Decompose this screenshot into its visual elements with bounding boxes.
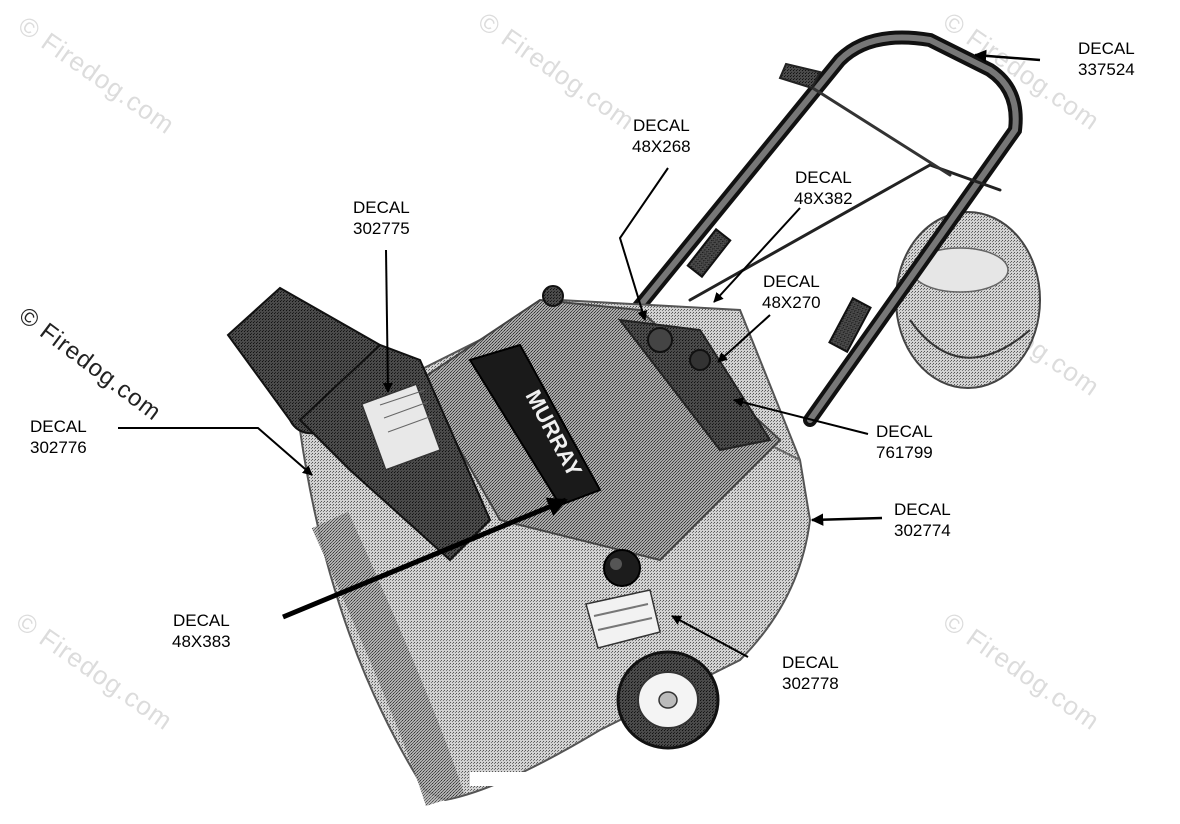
engine-shroud [895,211,1041,389]
callout-title: DECAL [30,417,87,436]
wheel [616,650,720,750]
callout-title: DECAL [894,500,951,519]
callout-decal-761799: DECAL 761799 [876,421,933,463]
callout-part-number: 302776 [30,438,87,457]
callout-decal-302775: DECAL 302775 [353,197,410,239]
handle-bar [613,30,1023,427]
callout-part-number: 302778 [782,674,839,693]
callout-part-number: 48X268 [632,137,691,156]
callout-title: DECAL [353,198,410,217]
discharge-chute [226,286,492,562]
callout-part-number: 48X270 [762,293,821,312]
callout-decal-302776: DECAL 302776 [30,416,87,458]
callout-part-number: 48X383 [172,632,231,651]
callout-decal-48x382: DECAL 48X382 [794,167,853,209]
callout-decal-337524: DECAL 337524 [1078,38,1135,80]
callout-title: DECAL [782,653,839,672]
callout-decal-302774: DECAL 302774 [894,499,951,541]
callout-decal-48x383: DECAL 48X383 [172,610,231,652]
callout-part-number: 48X382 [794,189,853,208]
callout-title: DECAL [762,272,820,291]
callout-part-number: 302775 [353,219,410,238]
callout-decal-48x268: DECAL 48X268 [632,115,691,157]
callout-part-number: 761799 [876,443,933,462]
callout-title: DECAL [172,611,230,630]
callout-part-number: 337524 [1078,60,1135,79]
lower-decal-plate [585,589,661,649]
callout-part-number: 302774 [894,521,951,540]
leader-lines [118,49,1041,658]
callout-title: DECAL [794,168,852,187]
callout-title: DECAL [876,422,933,441]
callout-title: DECAL [1078,39,1135,58]
callout-decal-48x270: DECAL 48X270 [762,271,821,313]
fuel-cap [603,549,641,587]
callout-decal-302778: DECAL 302778 [782,652,839,694]
callout-title: DECAL [632,116,690,135]
